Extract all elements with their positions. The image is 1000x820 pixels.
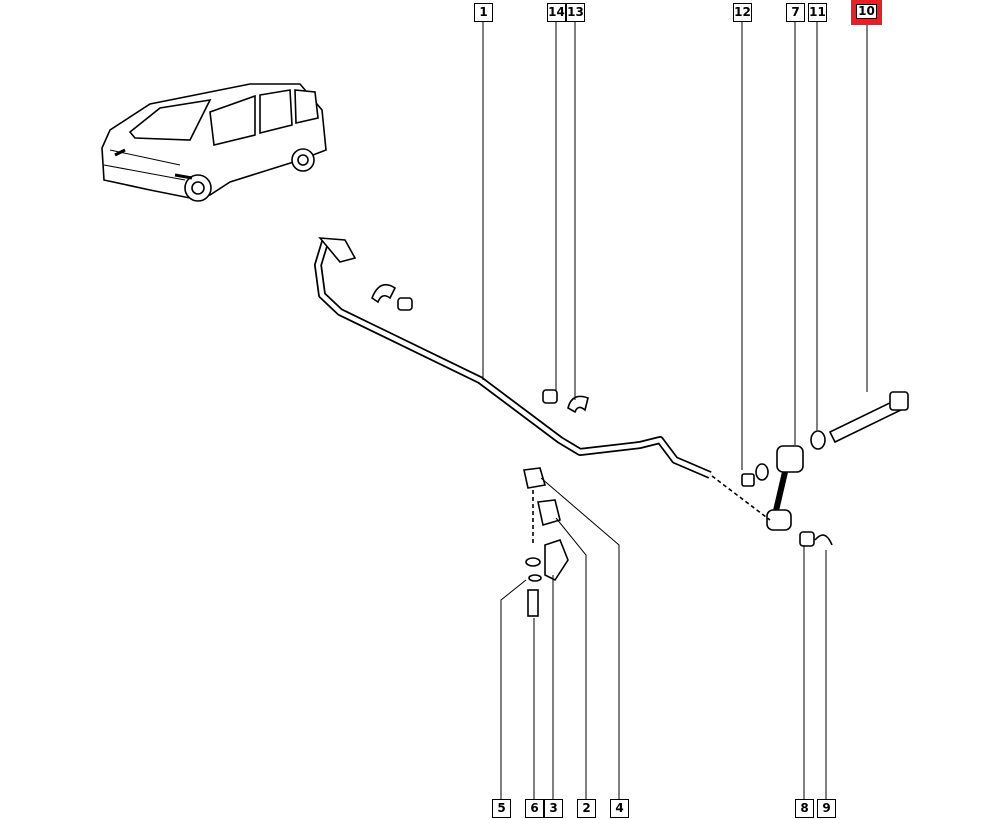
callout-part-4[interactable]: 4 <box>610 799 629 818</box>
callout-part-2[interactable]: 2 <box>577 799 596 818</box>
callout-part-14[interactable]: 14 <box>547 3 566 22</box>
callout-part-13[interactable]: 13 <box>566 3 585 22</box>
callout-part-9[interactable]: 9 <box>817 799 836 818</box>
callout-part-6[interactable]: 6 <box>525 799 544 818</box>
callout-part-12[interactable]: 12 <box>733 3 752 22</box>
callout-part-5[interactable]: 5 <box>492 799 511 818</box>
bushings <box>371 283 589 414</box>
callout-part-3[interactable]: 3 <box>544 799 563 818</box>
link-rod-parts <box>711 391 909 547</box>
callout-part-8[interactable]: 8 <box>795 799 814 818</box>
callout-label: 10 <box>856 4 877 19</box>
callout-part-7[interactable]: 7 <box>786 3 805 22</box>
callout-part-1[interactable]: 1 <box>474 3 493 22</box>
vehicle-illustration <box>101 83 327 202</box>
callout-part-10-highlighted[interactable]: 10 <box>851 0 882 25</box>
anti-roll-bar <box>314 237 712 479</box>
mounting-bracket-parts <box>523 467 569 617</box>
leader-lines <box>482 21 868 799</box>
callout-part-11[interactable]: 11 <box>808 3 827 22</box>
